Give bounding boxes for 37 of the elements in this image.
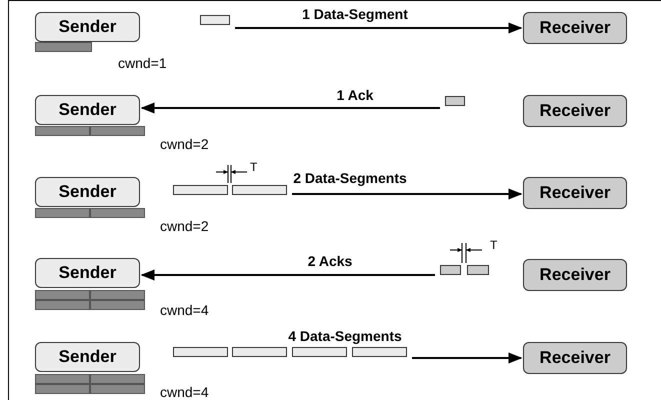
dimension-label: T [490,238,498,252]
data-segment [200,15,230,25]
data-segment [232,347,287,357]
edge-label: 1 Data-Segment [300,6,410,22]
sender-box: Sender [35,177,140,207]
data-segment [352,347,407,357]
edge-label: 2 Acks [306,253,354,269]
sender-box: Sender [35,12,140,42]
data-segment [232,185,287,195]
arrow [235,22,522,34]
receiver-box: Receiver [523,95,627,127]
arrow [292,188,522,200]
data-segment [173,185,228,195]
dimension-label: T [250,160,258,174]
data-segment [173,347,228,357]
sender-box: Sender [35,95,140,125]
receiver-box: Receiver [523,342,627,374]
arrow [140,269,435,281]
arrow [140,102,440,114]
arrow [412,352,522,364]
receiver-box: Receiver [523,12,627,44]
cwnd-label: cwnd=4 [160,302,209,318]
ack-segment [440,265,461,275]
edge-label: 1 Ack [334,87,376,103]
receiver-box: Receiver [523,259,627,291]
sender-box: Sender [35,342,140,372]
edge-label: 4 Data-Segments [286,328,404,344]
cwnd-label: cwnd=2 [160,136,209,152]
cwnd-label: cwnd=1 [118,55,167,71]
sender-box: Sender [35,258,140,288]
cwnd-label: cwnd=4 [160,384,209,400]
cwnd-label: cwnd=2 [160,218,209,234]
data-segment [292,347,347,357]
receiver-box: Receiver [523,177,627,209]
ack-segment [467,265,489,275]
edge-label: 2 Data-Segments [291,170,409,186]
ack-segment [445,96,465,106]
